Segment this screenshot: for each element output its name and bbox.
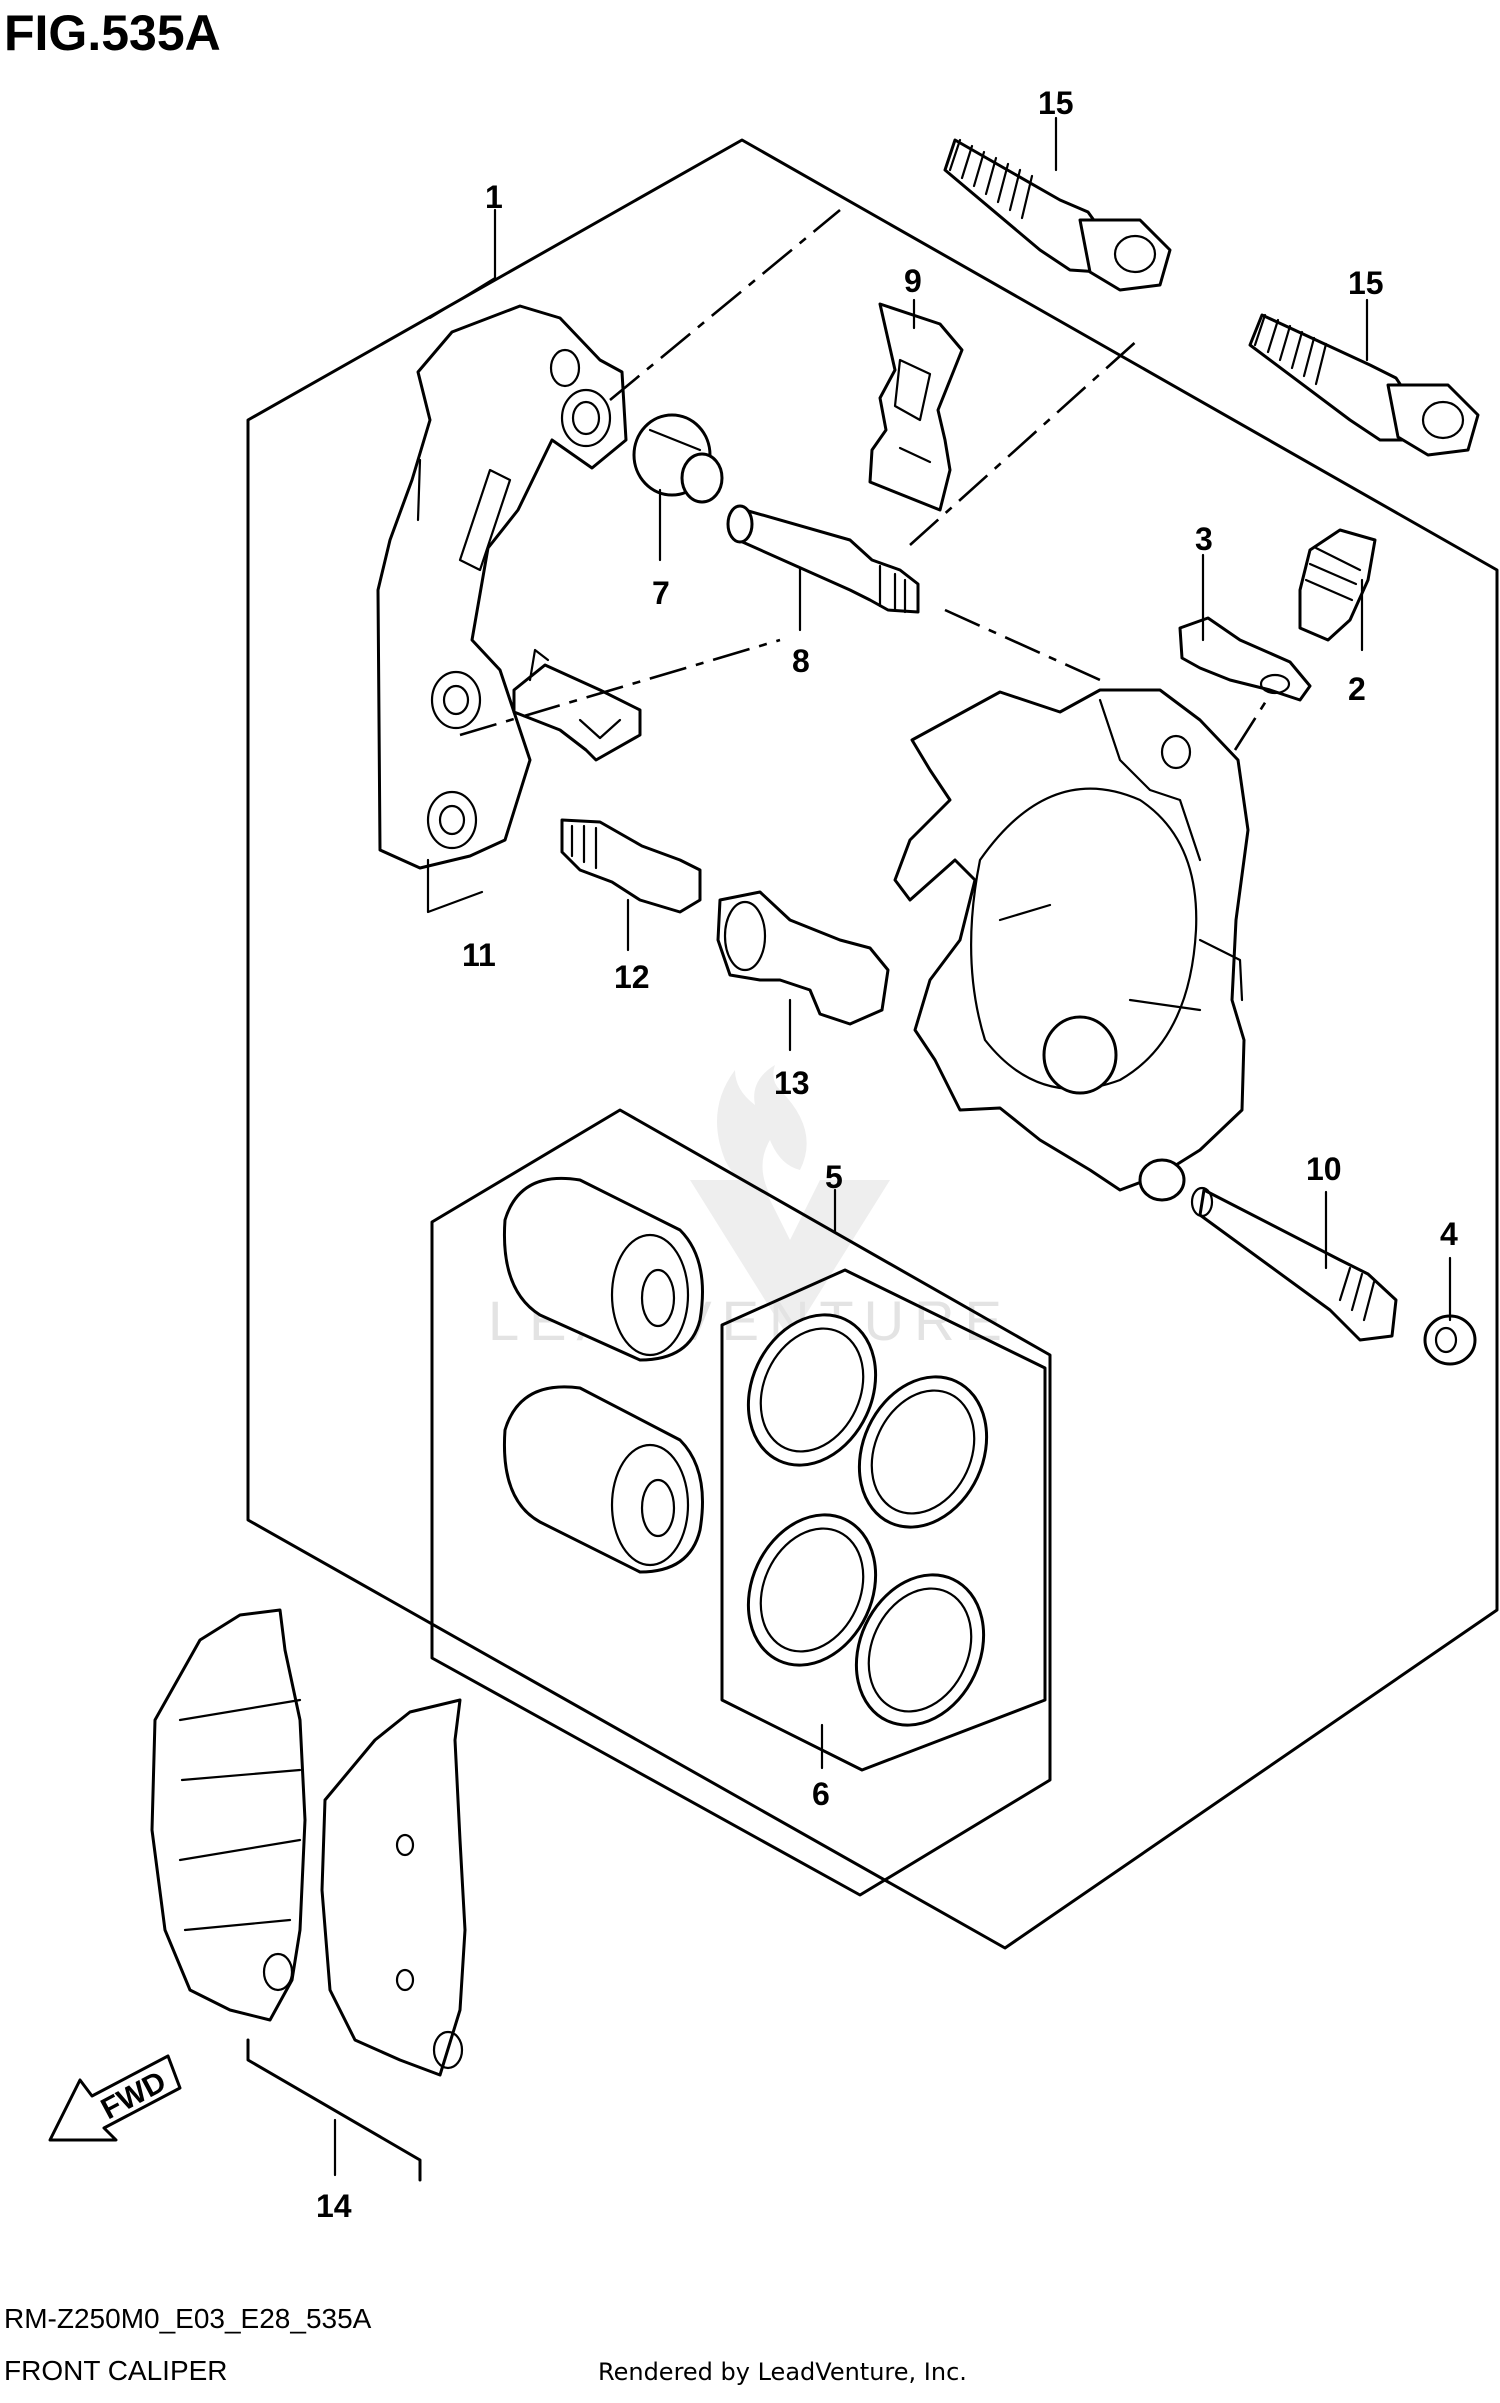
- sliding-pin-8: [726, 504, 920, 614]
- mounting-bolt-upper: [943, 138, 1172, 292]
- seal-set-outline: [720, 1268, 1047, 1772]
- caliper-body: [893, 688, 1250, 1202]
- sliding-pin-12: [560, 818, 702, 914]
- bleeder-valve: [1298, 528, 1377, 642]
- callout-15-upper: 15: [1038, 85, 1074, 121]
- pad-pin: [716, 890, 890, 1026]
- callout-11: 11: [462, 937, 496, 973]
- piston-upper: [502, 1176, 704, 1362]
- assembly-outline: [246, 138, 1499, 1950]
- pad-spring-9: [868, 302, 964, 512]
- callout-8: 8: [792, 643, 810, 679]
- callout-4: 4: [1440, 1216, 1458, 1252]
- piston-lower: [502, 1385, 704, 1574]
- pad-spring: [512, 648, 642, 762]
- caliper-bracket: [376, 304, 628, 870]
- pin-cap: [1423, 1314, 1477, 1366]
- callout-7: 7: [652, 575, 670, 611]
- leader-lines: [333, 116, 1452, 2177]
- callout-12: 12: [614, 959, 650, 995]
- render-credit: Rendered by LeadVenture, Inc.: [598, 2358, 967, 2386]
- brake-pad-rear: [150, 1608, 307, 2022]
- pad-set-bracket: [246, 2038, 422, 2182]
- callout-5: 5: [825, 1159, 843, 1195]
- callout-13: 13: [774, 1065, 810, 1101]
- boot: [632, 413, 724, 504]
- sliding-pin-10: [1190, 1186, 1398, 1342]
- piston-set-outline: [430, 1108, 1052, 1897]
- callout-1: 1: [485, 179, 503, 215]
- callout-2: 2: [1348, 671, 1366, 707]
- forward-arrow: FWD: [48, 2054, 182, 2142]
- figure-title: FIG.535A: [4, 5, 221, 61]
- callout-3: 3: [1195, 521, 1213, 557]
- bleeder-cap: [1178, 616, 1312, 702]
- callout-numbers: 1 2 3 4 5 6 7 8 9 10 11 12 13 14 15 15: [316, 85, 1458, 2224]
- callout-6: 6: [812, 1776, 830, 1812]
- seals: [746, 1313, 989, 1727]
- callout-15-lower: 15: [1348, 265, 1384, 301]
- diagram-name: FRONT CALIPER: [4, 2355, 228, 2386]
- guide-lines: [459, 208, 1270, 751]
- callout-9: 9: [904, 263, 922, 299]
- diagram-code: RM-Z250M0_E03_E28_535A: [4, 2303, 372, 2334]
- callout-10: 10: [1306, 1151, 1342, 1187]
- callout-14: 14: [316, 2188, 352, 2224]
- mounting-bolt-lower: [1248, 313, 1480, 457]
- brake-pad-front: [320, 1698, 467, 2077]
